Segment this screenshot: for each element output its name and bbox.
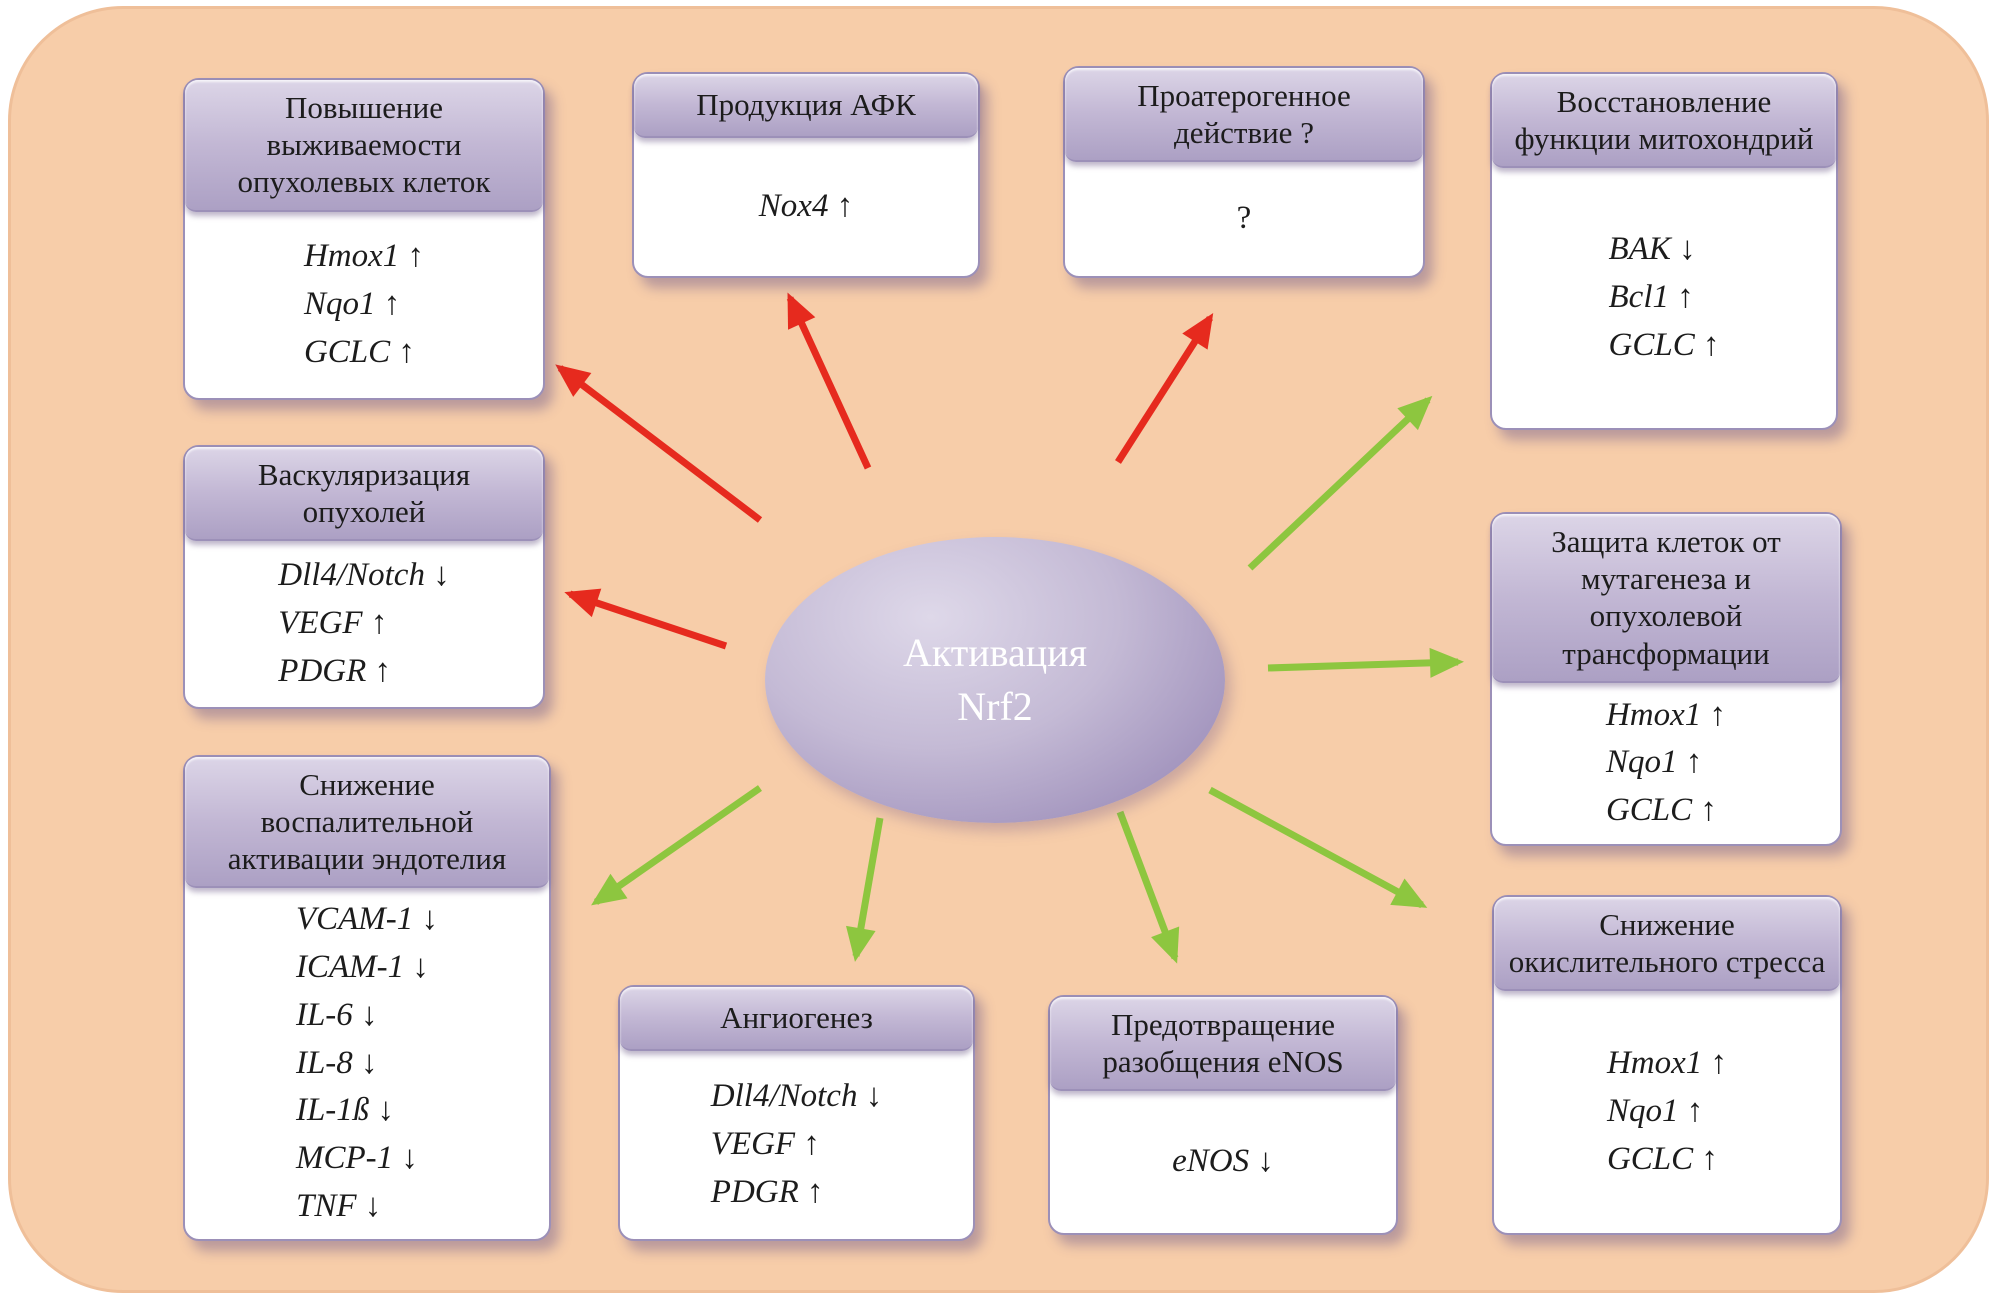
box-proatherogenic-body: ? (1065, 162, 1423, 276)
gene-item: Nox4 ↑ (758, 188, 854, 225)
nrf2-activation-ellipse: Активация Nrf2 (765, 537, 1225, 823)
box-inflammation-reduction: Снижение воспалительной активации эндоте… (183, 755, 551, 1241)
gene-item: IL-1ß ↓ (295, 1092, 395, 1129)
gene-item: VCAM-1 ↓ (295, 901, 439, 938)
gene-list: Nox4 ↑ (759, 183, 853, 231)
box-mutagenesis-protection-body: Hmox1 ↑ Nqo1 ↑ GCLC ↑ (1492, 683, 1840, 844)
box-mitochondria-restoration: Восстановление функции митохондрий BAK ↓… (1490, 72, 1838, 430)
box-proatherogenic: Проатерогенное действие ? ? (1063, 66, 1425, 278)
gene-item: VEGF ↑ (278, 605, 388, 642)
box-oxidative-stress-reduction-body: Hmox1 ↑ Nqo1 ↑ GCLC ↑ (1494, 991, 1840, 1233)
gene-item: Dll4/Notch ↓ (710, 1078, 883, 1115)
box-oxidative-stress-reduction-title: Снижение окислительного стресса (1494, 897, 1840, 992)
box-enos-uncoupling-prevention-body: eNOS ↓ (1050, 1091, 1396, 1233)
box-proatherogenic-title: Проатерогенное действие ? (1065, 68, 1423, 163)
gene-list: Hmox1 ↑ Nqo1 ↑ GCLC ↑ (304, 233, 424, 377)
gene-list: ? (1237, 195, 1252, 243)
box-inflammation-reduction-title: Снижение воспалительной активации эндоте… (185, 757, 549, 889)
box-mitochondria-restoration-title: Восстановление функции митохондрий (1492, 74, 1836, 169)
gene-item: GCLC ↑ (1608, 327, 1720, 364)
gene-item: MCP-1 ↓ (295, 1140, 418, 1177)
box-tumor-survival: Повышение выживаемости опухолевых клеток… (183, 78, 545, 400)
box-inflammation-reduction-body: VCAM-1 ↓ ICAM-1 ↓ IL-6 ↓ IL-8 ↓ IL-1ß ↓ … (185, 888, 549, 1239)
gene-list: Hmox1 ↑ Nqo1 ↑ GCLC ↑ (1607, 1040, 1727, 1184)
gene-list: BAK ↓ Bcl1 ↑ GCLC ↑ (1609, 226, 1720, 370)
gene-item: IL-8 ↓ (295, 1044, 378, 1081)
gene-item: Hmox1 ↑ (1606, 1045, 1728, 1082)
box-oxidative-stress-reduction: Снижение окислительного стресса Hmox1 ↑ … (1492, 895, 1842, 1235)
box-mutagenesis-protection: Защита клеток от мутагенеза и опухолевой… (1490, 512, 1842, 846)
gene-item: eNOS ↓ (1172, 1143, 1274, 1180)
gene-item: ICAM-1 ↓ (295, 948, 429, 985)
box-angiogenesis-body: Dll4/Notch ↓ VEGF ↑ PDGR ↑ (620, 1051, 973, 1239)
gene-item: BAK ↓ (1608, 231, 1696, 268)
gene-item: GCLC ↑ (1606, 1141, 1718, 1178)
gene-list: Hmox1 ↑ Nqo1 ↑ GCLC ↑ (1606, 692, 1726, 836)
box-tumor-vascularization-title: Васкуляризация опухолей (185, 447, 543, 542)
box-enos-uncoupling-prevention-title: Предотвращение разобщения eNOS (1050, 997, 1396, 1092)
gene-item: VEGF ↑ (710, 1126, 820, 1163)
gene-item: Nqo1 ↑ (1605, 744, 1703, 781)
box-angiogenesis-title: Ангиогенез (620, 987, 973, 1051)
box-mitochondria-restoration-body: BAK ↓ Bcl1 ↑ GCLC ↑ (1492, 168, 1836, 428)
gene-item: Bcl1 ↑ (1608, 279, 1694, 316)
gene-item: Hmox1 ↑ (303, 238, 425, 275)
nrf2-activation-label-line1: Активация (902, 630, 1087, 675)
box-tumor-survival-title: Повышение выживаемости опухолевых клеток (185, 80, 543, 212)
box-tumor-survival-body: Hmox1 ↑ Nqo1 ↑ GCLC ↑ (185, 212, 543, 398)
gene-item: Nqo1 ↑ (303, 285, 401, 322)
box-ros-production: Продукция АФК Nox4 ↑ (632, 72, 980, 278)
gene-list: Dll4/Notch ↓ VEGF ↑ PDGR ↑ (711, 1073, 882, 1217)
gene-item: PDGR ↑ (710, 1173, 824, 1210)
box-angiogenesis: Ангиогенез Dll4/Notch ↓ VEGF ↑ PDGR ↑ (618, 985, 975, 1241)
gene-item: PDGR ↑ (278, 653, 392, 690)
gene-item: Dll4/Notch ↓ (278, 557, 450, 594)
box-ros-production-title: Продукция АФК (634, 74, 978, 138)
box-ros-production-body: Nox4 ↑ (634, 138, 978, 276)
box-tumor-vascularization: Васкуляризация опухолей Dll4/Notch ↓ VEG… (183, 445, 545, 709)
gene-list: Dll4/Notch ↓ VEGF ↑ PDGR ↑ (278, 552, 449, 696)
gene-item: GCLC ↑ (1605, 792, 1717, 829)
gene-list: eNOS ↓ (1172, 1138, 1274, 1186)
question-mark: ? (1236, 200, 1252, 237)
gene-list: VCAM-1 ↓ ICAM-1 ↓ IL-6 ↓ IL-8 ↓ IL-1ß ↓ … (296, 896, 438, 1231)
gene-item: Nqo1 ↑ (1606, 1093, 1704, 1130)
box-enos-uncoupling-prevention: Предотвращение разобщения eNOS eNOS ↓ (1048, 995, 1398, 1235)
gene-item: Hmox1 ↑ (1605, 696, 1727, 733)
box-tumor-vascularization-body: Dll4/Notch ↓ VEGF ↑ PDGR ↑ (185, 541, 543, 707)
gene-item: TNF ↓ (295, 1188, 382, 1225)
nrf2-activation-label-line2: Nrf2 (957, 684, 1033, 729)
gene-item: IL-6 ↓ (295, 996, 378, 1033)
box-mutagenesis-protection-title: Защита клеток от мутагенеза и опухолевой… (1492, 514, 1840, 683)
gene-item: GCLC ↑ (303, 333, 415, 370)
